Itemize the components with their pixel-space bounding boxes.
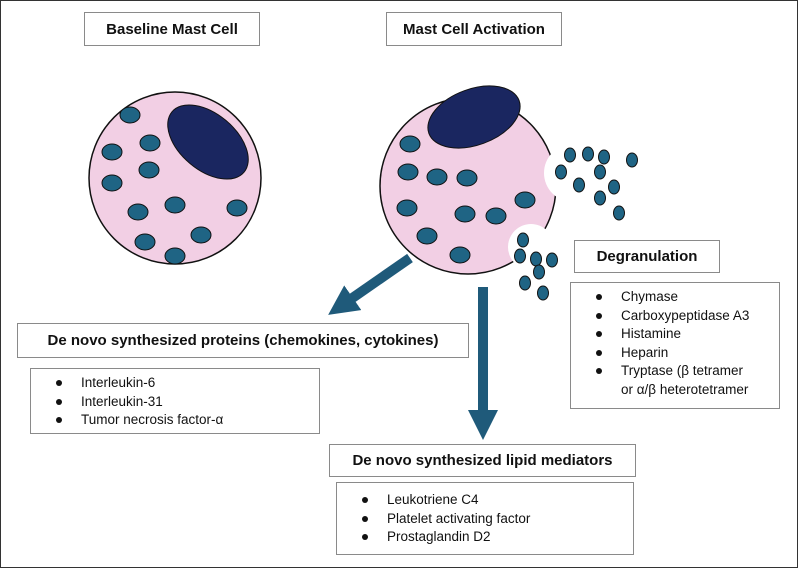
activation-title: Mast Cell Activation [386, 12, 562, 46]
released-granule [626, 152, 638, 168]
granule [397, 163, 419, 181]
released-granule [573, 177, 585, 193]
released-granule [594, 164, 606, 180]
granule [138, 161, 160, 179]
activated-nucleus [427, 85, 521, 149]
released-granule [608, 179, 620, 195]
released-granule [564, 147, 576, 163]
granule [134, 233, 156, 251]
granule [127, 203, 149, 221]
list-item: Platelet activating factor [337, 510, 633, 529]
granule [456, 169, 478, 187]
granule [164, 247, 186, 265]
released-granules [514, 146, 638, 301]
baseline-title: Baseline Mast Cell [84, 12, 260, 46]
activated-granules [396, 135, 536, 264]
list-item: Leukotriene C4 [337, 491, 633, 510]
granule [449, 246, 471, 264]
lipids-title: De novo synthesized lipid mediators [329, 444, 636, 477]
granule [139, 134, 161, 152]
baseline-mast-cell [88, 91, 262, 265]
granule [190, 226, 212, 244]
released-granule [546, 252, 558, 268]
list-item: Chymase [571, 288, 779, 307]
degranulation-title: Degranulation [574, 240, 720, 273]
list-item-continuation: or α/β heterotetramer [621, 381, 749, 397]
baseline-granules [101, 106, 248, 265]
baseline-nucleus [167, 104, 249, 180]
granule [514, 191, 536, 209]
arrow-to-proteins [328, 253, 413, 315]
released-granule [537, 285, 549, 301]
granule [485, 207, 507, 225]
released-granule [519, 275, 531, 291]
released-granule [517, 232, 529, 248]
list-item: Tryptase (β tetramer [571, 362, 779, 381]
granule [226, 199, 248, 217]
list-item: Heparin [571, 344, 779, 363]
granule [164, 196, 186, 214]
released-granule [555, 164, 567, 180]
granule [454, 205, 476, 223]
list-item: Tumor necrosis factor-α [31, 411, 319, 430]
list-item: Histamine [571, 325, 779, 344]
lipids-list: Leukotriene C4 Platelet activating facto… [336, 482, 634, 555]
list-item: Prostaglandin D2 [337, 528, 633, 547]
granule [416, 227, 438, 245]
list-item: Interleukin-6 [31, 374, 319, 393]
granule [396, 199, 418, 217]
activated-mast-cell [379, 85, 638, 301]
granule [399, 135, 421, 153]
released-granule [514, 248, 526, 264]
granule [119, 106, 141, 124]
proteins-title: De novo synthesized proteins (chemokines… [17, 323, 469, 358]
released-granule [598, 149, 610, 165]
proteins-list: Interleukin-6 Interleukin-31 Tumor necro… [30, 368, 320, 434]
released-granule [533, 264, 545, 280]
released-granule [582, 146, 594, 162]
list-item: Carboxypeptidase A3 [571, 307, 779, 326]
released-granule [530, 251, 542, 267]
granule [101, 174, 123, 192]
granule [101, 143, 123, 161]
released-granule [594, 190, 606, 206]
degranulation-list: Chymase Carboxypeptidase A3 Histamine He… [570, 282, 780, 409]
released-granule [613, 205, 625, 221]
list-item: Interleukin-31 [31, 393, 319, 412]
granule [426, 168, 448, 186]
